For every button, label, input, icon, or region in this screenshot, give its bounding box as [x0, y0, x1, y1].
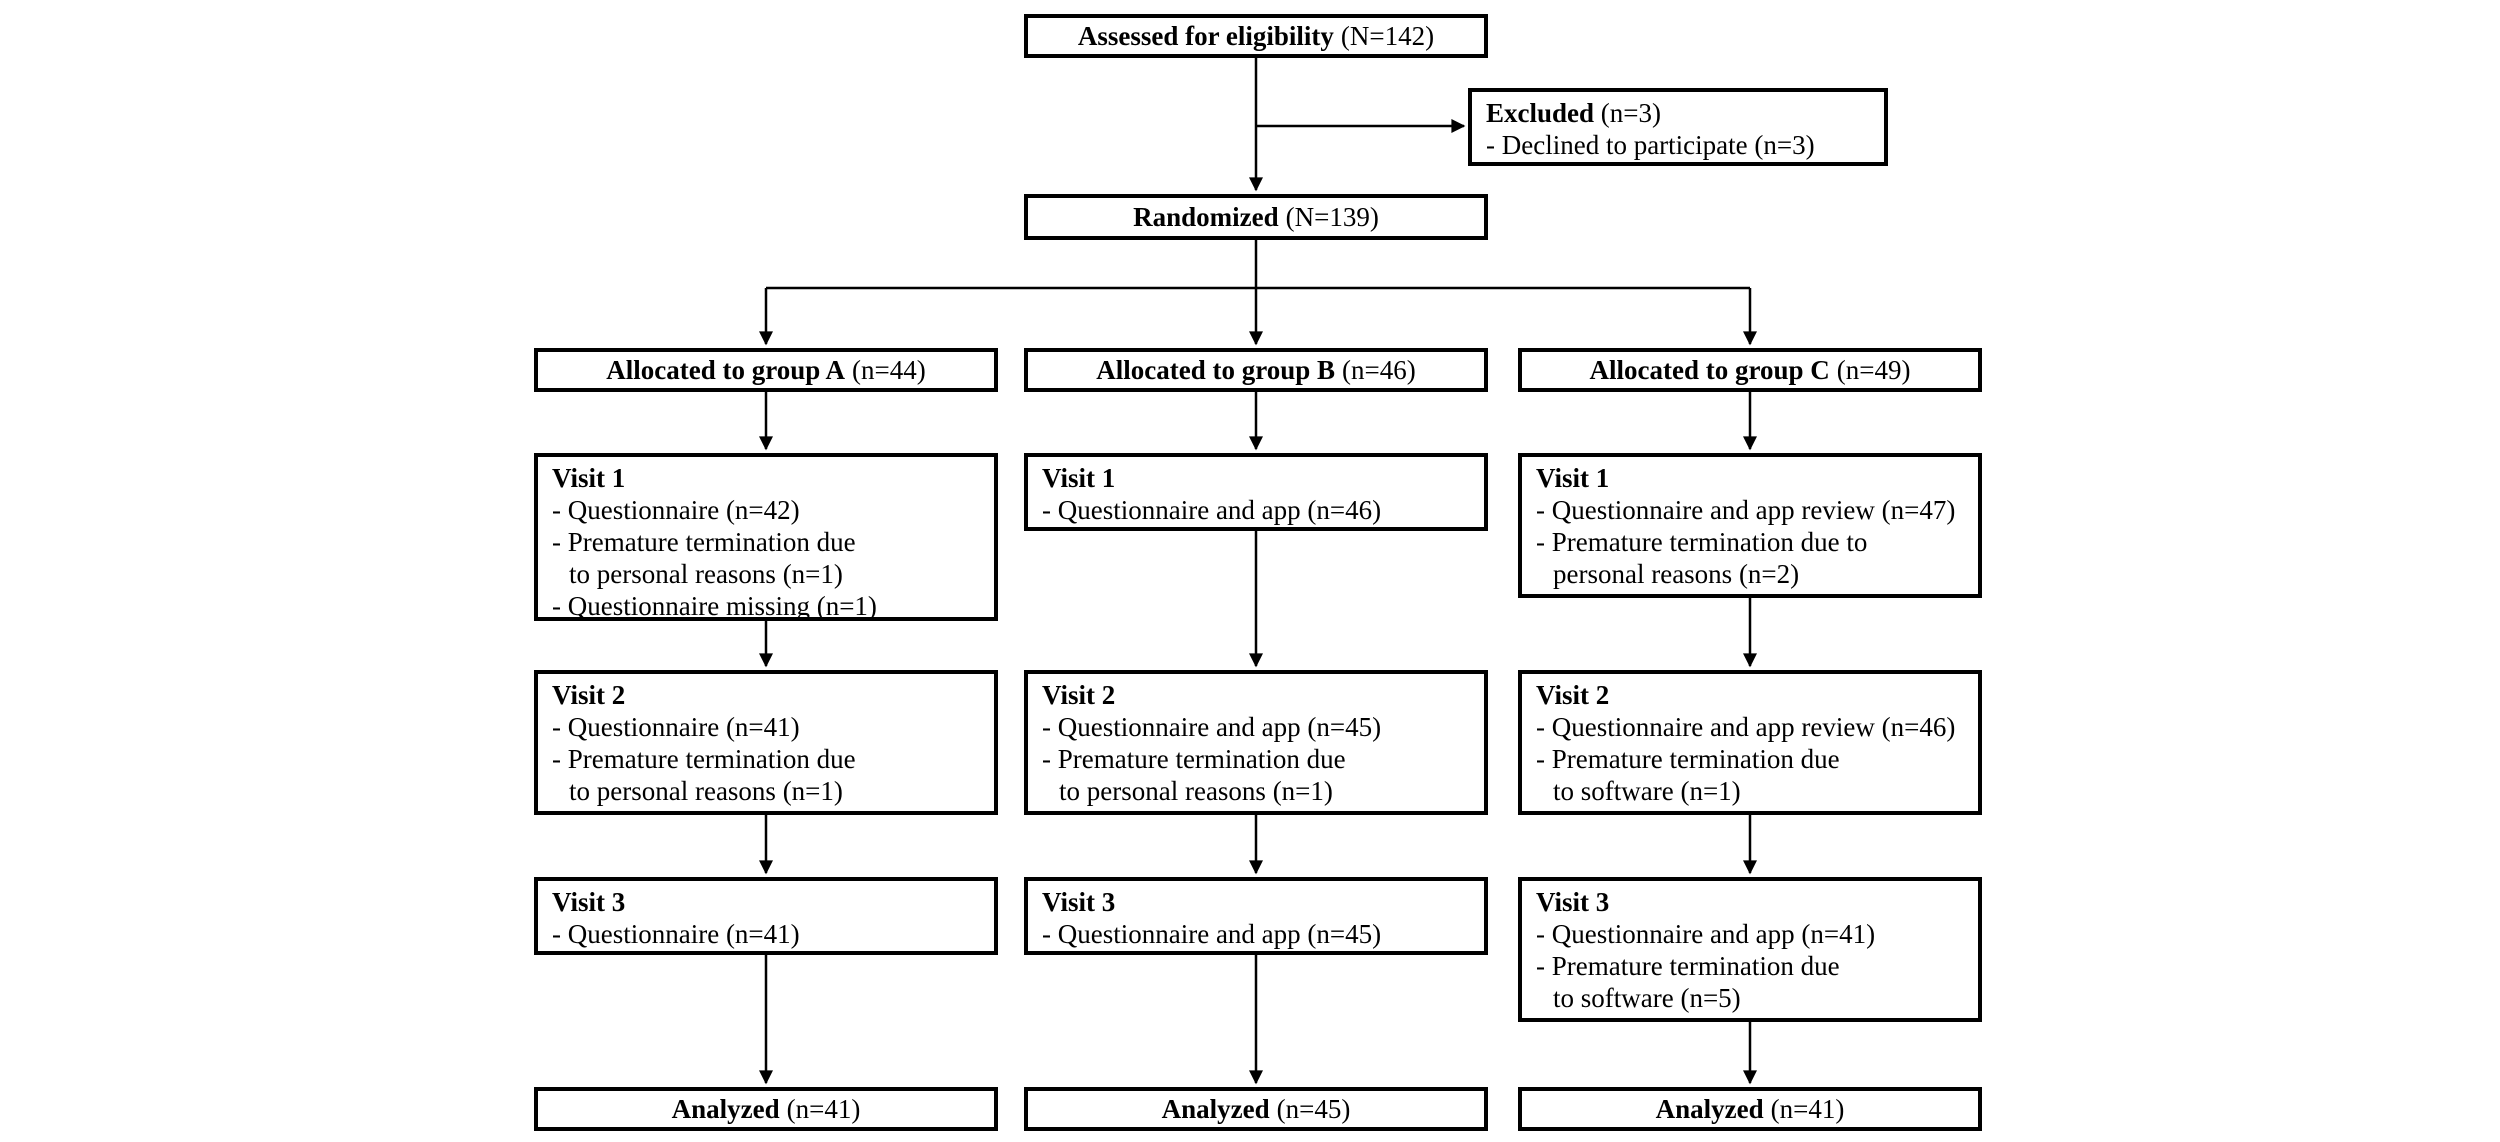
visit1-group-c-box: Visit 1 - Questionnaire and app review (…	[1518, 453, 1982, 598]
allocation-group-a-box: Allocated to group A (n=44)	[534, 348, 998, 392]
visit3-c-title: Visit 3	[1536, 887, 1610, 917]
visit2-group-a-box: Visit 2 - Questionnaire (n=41) - Prematu…	[534, 670, 998, 815]
visit3-c-line: - Questionnaire and app (n=41)	[1536, 919, 1876, 949]
visit2-c-title: Visit 2	[1536, 680, 1610, 710]
visit2-b-title: Visit 2	[1042, 680, 1116, 710]
visit2-c-line: - Questionnaire and app review (n=46)	[1536, 712, 1956, 742]
randomized-n: (N=139)	[1285, 201, 1379, 232]
allocation-group-b-box: Allocated to group B (n=46)	[1024, 348, 1488, 392]
visit1-a-line: - Premature termination due	[552, 527, 856, 557]
visit1-c-title: Visit 1	[1536, 463, 1610, 493]
analyzed-c-n: (n=41)	[1770, 1093, 1845, 1124]
allocation-b-n: (n=46)	[1342, 354, 1416, 385]
allocation-b-label: Allocated to group B	[1096, 354, 1336, 385]
analyzed-c-label: Analyzed	[1655, 1093, 1764, 1124]
randomized-label: Randomized	[1133, 201, 1279, 232]
visit1-c-line: - Questionnaire and app review (n=47)	[1536, 495, 1956, 525]
visit3-group-b-box: Visit 3 - Questionnaire and app (n=45)	[1024, 877, 1488, 955]
visit2-b-line: - Premature termination due	[1042, 744, 1346, 774]
visit3-group-a-box: Visit 3 - Questionnaire (n=41)	[534, 877, 998, 955]
visit1-group-b-box: Visit 1 - Questionnaire and app (n=46)	[1024, 453, 1488, 531]
allocation-a-label: Allocated to group A	[606, 354, 846, 385]
assessed-label: Assessed for eligibility	[1077, 20, 1334, 51]
visit3-c-line: to software (n=5)	[1553, 983, 1741, 1013]
randomized-box: Randomized (N=139)	[1024, 194, 1488, 240]
excluded-n: (n=3)	[1600, 98, 1661, 128]
visit3-a-line: - Questionnaire (n=41)	[552, 919, 800, 949]
visit2-c-line: to software (n=1)	[1553, 776, 1741, 806]
visit2-a-title: Visit 2	[552, 680, 626, 710]
analyzed-group-b-box: Analyzed (n=45)	[1024, 1087, 1488, 1131]
visit2-a-line: - Premature termination due	[552, 744, 856, 774]
excluded-title-line: Excluded (n=3)	[1486, 97, 1870, 129]
visit1-c-line: - Premature termination due to	[1536, 527, 1868, 557]
visit1-a-line: to personal reasons (n=1)	[569, 559, 843, 589]
analyzed-group-a-box: Analyzed (n=41)	[534, 1087, 998, 1131]
analyzed-a-label: Analyzed	[671, 1093, 780, 1124]
visit1-group-a-box: Visit 1 - Questionnaire (n=42) - Prematu…	[534, 453, 998, 621]
analyzed-b-label: Analyzed	[1161, 1093, 1270, 1124]
visit1-a-line: - Questionnaire (n=42)	[552, 495, 800, 525]
visit1-a-line: - Questionnaire missing (n=1)	[552, 591, 877, 621]
visit1-b-title: Visit 1	[1042, 463, 1116, 493]
visit2-a-line: to personal reasons (n=1)	[569, 776, 843, 806]
visit3-b-title: Visit 3	[1042, 887, 1116, 917]
visit2-c-line: - Premature termination due	[1536, 744, 1840, 774]
visit2-group-c-box: Visit 2 - Questionnaire and app review (…	[1518, 670, 1982, 815]
allocation-a-n: (n=44)	[852, 354, 926, 385]
visit3-a-title: Visit 3	[552, 887, 626, 917]
visit1-a-title: Visit 1	[552, 463, 626, 493]
analyzed-b-n: (n=45)	[1276, 1093, 1351, 1124]
visit2-group-b-box: Visit 2 - Questionnaire and app (n=45) -…	[1024, 670, 1488, 815]
visit2-b-line: - Questionnaire and app (n=45)	[1042, 712, 1382, 742]
visit3-group-c-box: Visit 3 - Questionnaire and app (n=41) -…	[1518, 877, 1982, 1022]
visit2-a-line: - Questionnaire (n=41)	[552, 712, 800, 742]
visit1-b-line: - Questionnaire and app (n=46)	[1042, 495, 1382, 525]
analyzed-a-n: (n=41)	[786, 1093, 861, 1124]
visit3-b-line: - Questionnaire and app (n=45)	[1042, 919, 1382, 949]
excluded-reason: - Declined to participate (n=3)	[1486, 130, 1815, 160]
visit1-c-line: personal reasons (n=2)	[1553, 559, 1800, 589]
assessed-box: Assessed for eligibility (N=142)	[1024, 14, 1488, 58]
allocation-group-c-box: Allocated to group C (n=49)	[1518, 348, 1982, 392]
excluded-box: Excluded (n=3) - Declined to participate…	[1468, 88, 1888, 166]
assessed-n: (N=142)	[1340, 20, 1435, 51]
allocation-c-n: (n=49)	[1836, 354, 1911, 385]
excluded-label: Excluded	[1486, 98, 1595, 128]
analyzed-group-c-box: Analyzed (n=41)	[1518, 1087, 1982, 1131]
visit2-b-line: to personal reasons (n=1)	[1059, 776, 1333, 806]
allocation-c-label: Allocated to group C	[1589, 354, 1830, 385]
visit3-c-line: - Premature termination due	[1536, 951, 1840, 981]
